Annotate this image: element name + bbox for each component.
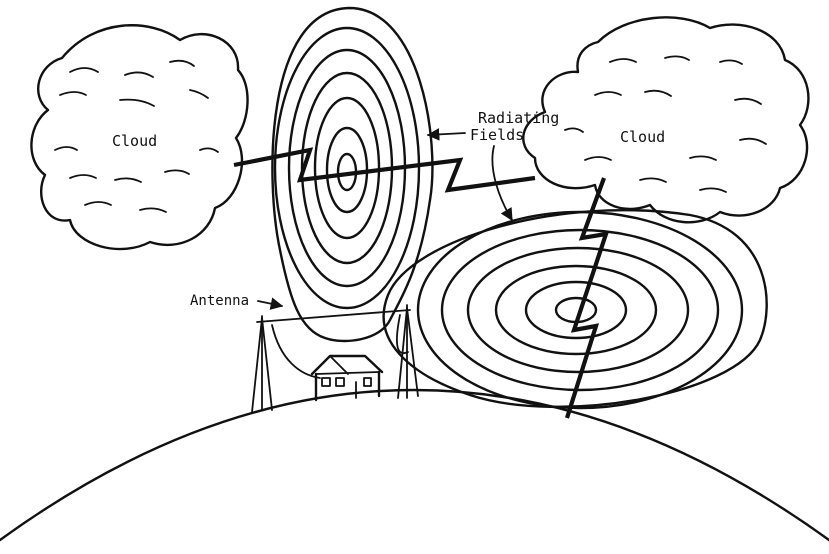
lower-radiation-pattern [384,210,767,408]
cloud-right-label: Cloud [620,128,665,146]
cloud-right [523,17,808,222]
earth-surface [0,390,829,540]
lightning-bolt-horizontal [234,150,535,190]
radiating-arrow-upper [428,133,465,135]
antenna-arrow [258,301,282,306]
radiating-label-line1: Radiating [478,109,559,127]
cloud-left-label: Cloud [112,132,157,150]
radiating-label-line2: Fields [470,126,524,144]
antenna-label: Antenna [190,293,249,309]
